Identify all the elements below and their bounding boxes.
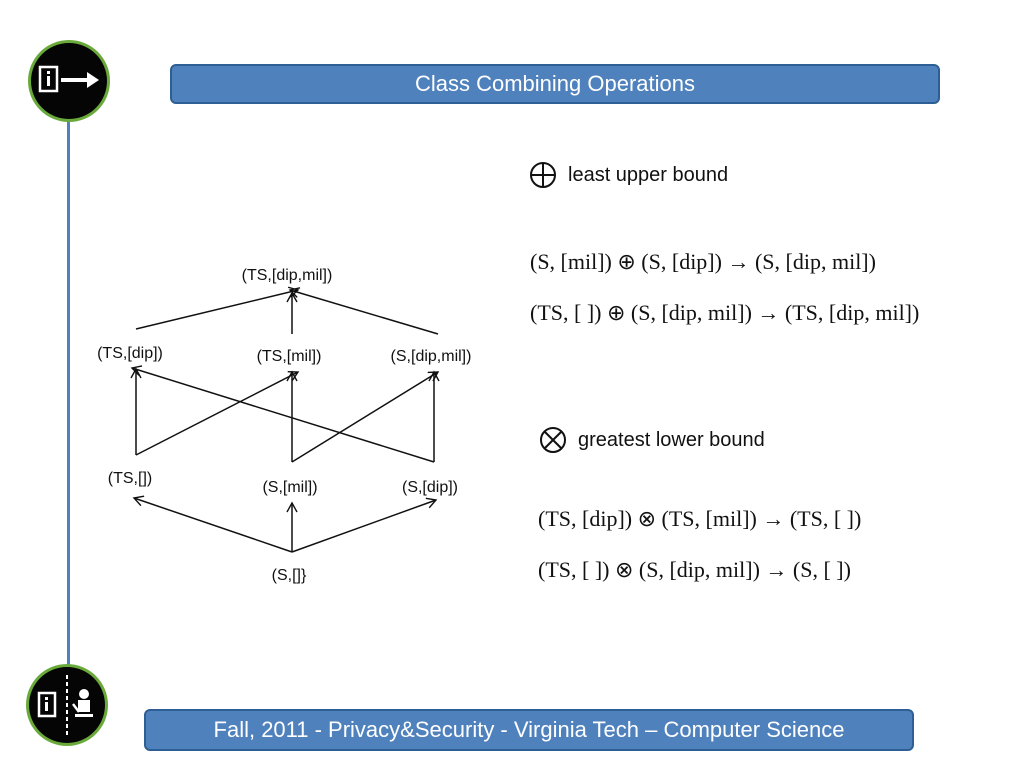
lub-formula-2: (TS, [ ]) ⊕ (S, [dip, mil]) → (TS, [dip,… xyxy=(530,300,920,325)
node-ts-mil: (TS,[mil]) xyxy=(257,348,322,365)
lub-formula-1: (S, [mil]) ⊕ (S, [dip]) → (S, [dip, mil]… xyxy=(530,249,876,274)
footer-banner: Fall, 2011 - Privacy&Security - Virginia… xyxy=(144,709,914,751)
oplus-icon xyxy=(530,162,556,188)
node-ts-dip: (TS,[dip]) xyxy=(97,345,163,362)
page-title: Class Combining Operations xyxy=(170,64,940,104)
glb-formula-1: (TS, [dip]) ⊗ (TS, [mil]) → (TS, [ ]) xyxy=(538,506,862,531)
edge-smil-sdipmil xyxy=(291,371,440,463)
glb-heading: greatest lower bound xyxy=(538,425,765,455)
node-s-dip-mil: (S,[dip,mil]) xyxy=(391,348,472,365)
document-user-icon xyxy=(29,667,105,743)
node-ts-empty: (TS,[]) xyxy=(108,470,152,487)
timeline-line xyxy=(67,100,70,670)
lub-label: least upper bound xyxy=(568,163,729,186)
edge-tsdip-top xyxy=(135,286,300,330)
node-s-mil: (S,[mil]) xyxy=(262,479,317,496)
edge-sempty-tsempty xyxy=(132,495,293,553)
edge-sdipmil-top xyxy=(288,287,439,335)
glb-formula-2: (TS, [ ]) ⊗ (S, [dip, mil]) → (S, [ ]) xyxy=(538,557,851,582)
glb-label: greatest lower bound xyxy=(578,428,765,451)
node-ts-dip-mil: (TS,[dip,mil]) xyxy=(242,267,333,284)
otimes-icon xyxy=(540,427,566,453)
edge-tsempty-tsmil xyxy=(135,370,300,456)
edge-sempty-sdip xyxy=(291,497,438,553)
document-arrow-icon xyxy=(31,43,107,119)
node-s-dip: (S,[dip]) xyxy=(402,479,458,496)
node-s-empty: (S,[]} xyxy=(272,567,307,584)
lub-heading: least upper bound xyxy=(528,160,728,190)
edge-sdip-tsdip xyxy=(130,365,435,463)
